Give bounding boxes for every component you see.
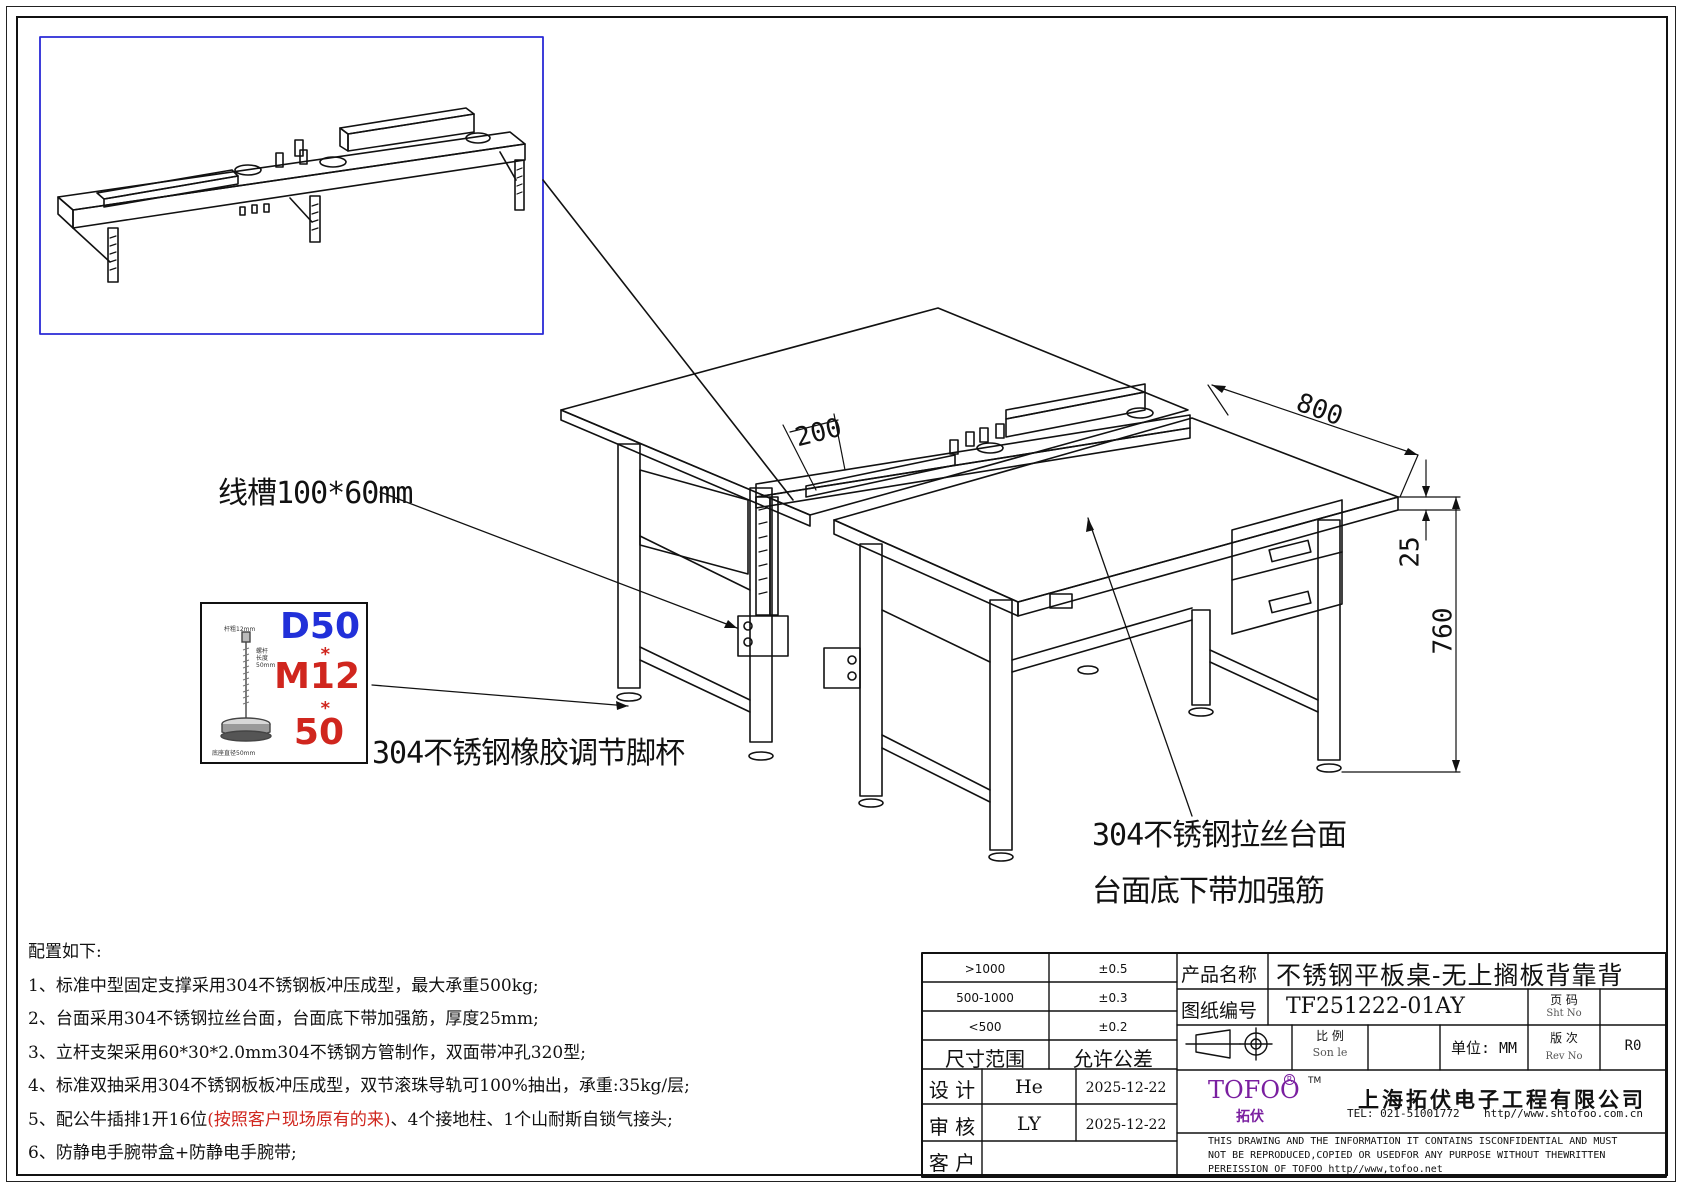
title-block-grid xyxy=(921,952,1667,1178)
foot-note-rod: 杆粗12mm xyxy=(224,626,256,633)
outer-border xyxy=(6,6,1676,1182)
tol-value-2: ±0.3 xyxy=(1098,991,1128,1005)
customer-label: 客 户 xyxy=(928,1151,976,1175)
note-line-6: 6、防静电手腕带盒+防静电手腕带; xyxy=(28,1143,297,1163)
company-tel: TEL: 021-51001772 xyxy=(1347,1107,1460,1120)
note-line-1: 1、标准中型固定支撑采用304不锈钢板冲压成型，最大承重500kg; xyxy=(28,975,539,996)
version-label: 版 次 xyxy=(1550,1031,1578,1045)
back-table xyxy=(560,307,1189,761)
disclaimer-line-3: PEREISSION OF TOFOO http//www,tofoo.net xyxy=(1208,1164,1443,1175)
product-name: 不锈钢平板桌-无上搁板背靠背 xyxy=(1276,961,1624,990)
detail-inset-border xyxy=(39,36,544,335)
notes-heading: 配置如下: xyxy=(28,942,102,962)
note-line-5: 5、配公牛插排1开16位(按照客户现场原有的来)、4个接地柱、1个山耐斯自锁气接… xyxy=(28,1104,690,1138)
brand-registered-mark: R xyxy=(1284,1074,1295,1085)
tolerance-label: 允许公差 xyxy=(1073,1047,1153,1071)
drawing-frame xyxy=(16,16,1668,1176)
dimension-lines xyxy=(782,384,1461,773)
tol-range-3: <500 xyxy=(968,1020,1002,1034)
design-label: 设 计 xyxy=(928,1078,976,1102)
drawing-no-label: 图纸编号 xyxy=(1181,1000,1258,1022)
unit-label: 单位: MM xyxy=(1450,1039,1518,1057)
note-line-5-b: 、4个接地柱、1个山耐斯自锁气接头; xyxy=(390,1109,673,1130)
note-line-2: 2、台面采用304不锈钢拉丝台面，台面底下带加强筋，厚度25mm; xyxy=(28,1009,539,1029)
company-name: 上海拓伏电子工程有限公司 xyxy=(1358,1087,1646,1112)
size-range-label: 尺寸范围 xyxy=(945,1047,1025,1071)
page-label: 页 码 xyxy=(1550,993,1578,1007)
dim-table-height: 760 xyxy=(1428,607,1459,655)
drawing-number: TF251222-01AY xyxy=(1286,994,1465,1019)
foot-height: 50 xyxy=(293,712,344,753)
brand-tm-mark: TM xyxy=(1308,1076,1322,1086)
scale-label: 比 例 xyxy=(1316,1029,1344,1043)
company-website: http//www.shtofoo.com.cn xyxy=(1484,1107,1643,1120)
tol-range-2: 500-1000 xyxy=(956,991,1014,1005)
foot-note-thread: 螺杆长度50mm xyxy=(256,648,276,669)
cable-trough-callout: 线槽100*60mm xyxy=(218,476,413,511)
review-label: 审 核 xyxy=(928,1115,976,1139)
version-label-en: Rev No xyxy=(1545,1051,1583,1062)
shelf-detail-view xyxy=(57,107,526,283)
note-line-5-red: (按照客户现场原有的来) xyxy=(207,1109,391,1130)
foot-separator-2: * xyxy=(320,698,330,719)
brand-chinese: 拓伏 xyxy=(1236,1109,1264,1125)
tabletop-callout-line2: 台面底下带加强筋 xyxy=(1092,874,1325,909)
foot-diameter: D50 xyxy=(280,606,360,647)
product-name-label: 产品名称 xyxy=(1181,964,1258,986)
tol-value-3: ±0.2 xyxy=(1098,1020,1128,1034)
reviewer-name: LY xyxy=(1017,1113,1041,1135)
callout-leaders xyxy=(371,491,1193,817)
version-value: R0 xyxy=(1624,1038,1642,1054)
dim-top-thickness: 25 xyxy=(1395,536,1426,568)
note-line-4: 4、标准双抽采用304不锈钢板板冲压成型，双节滚珠导轨可100%抽出，承重:35… xyxy=(28,1076,690,1096)
disclaimer-line-1: THIS DRAWING AND THE INFORMATION IT CONT… xyxy=(1208,1136,1618,1147)
tol-range-1: >1000 xyxy=(964,962,1006,976)
foot-cup-image xyxy=(220,631,272,742)
tol-value-1: ±0.5 xyxy=(1098,962,1128,976)
designer-name: He xyxy=(1015,1076,1043,1098)
configuration-notes: 配置如下: 1、标准中型固定支撑采用304不锈钢板冲压成型，最大承重500kg;… xyxy=(28,936,690,1171)
review-date: 2025-12-22 xyxy=(1085,1117,1167,1133)
note-line-3: 3、立杆支架采用60*30*2.0mm304不锈钢方管制作，双面带冲孔320型; xyxy=(28,1042,586,1063)
scale-label-en: Son le xyxy=(1312,1046,1348,1059)
center-shelf-assembly xyxy=(737,383,1191,689)
foot-separator-1: * xyxy=(320,644,330,665)
page-label-en: Sht No xyxy=(1546,1008,1582,1019)
note-line-5-a: 5、配公牛插排1开16位 xyxy=(28,1109,208,1130)
disclaimer-line-2: NOT BE REPRODUCED,COPIED OR USEDFOR ANY … xyxy=(1208,1150,1606,1161)
foot-note-base: 底座直径50mm xyxy=(212,750,256,757)
foot-cup-callout: 304不锈钢橡胶调节脚杯 xyxy=(372,736,685,771)
front-table xyxy=(833,417,1399,862)
tabletop-callout-line1: 304不锈钢拉丝台面 xyxy=(1092,818,1347,853)
foot-cup-spec-box: 杆粗12mm 螺杆长度50mm 底座直径50mm D50 * M12 * 50 xyxy=(200,602,368,764)
foot-thread: M12 xyxy=(274,656,360,697)
design-date: 2025-12-22 xyxy=(1085,1080,1167,1096)
